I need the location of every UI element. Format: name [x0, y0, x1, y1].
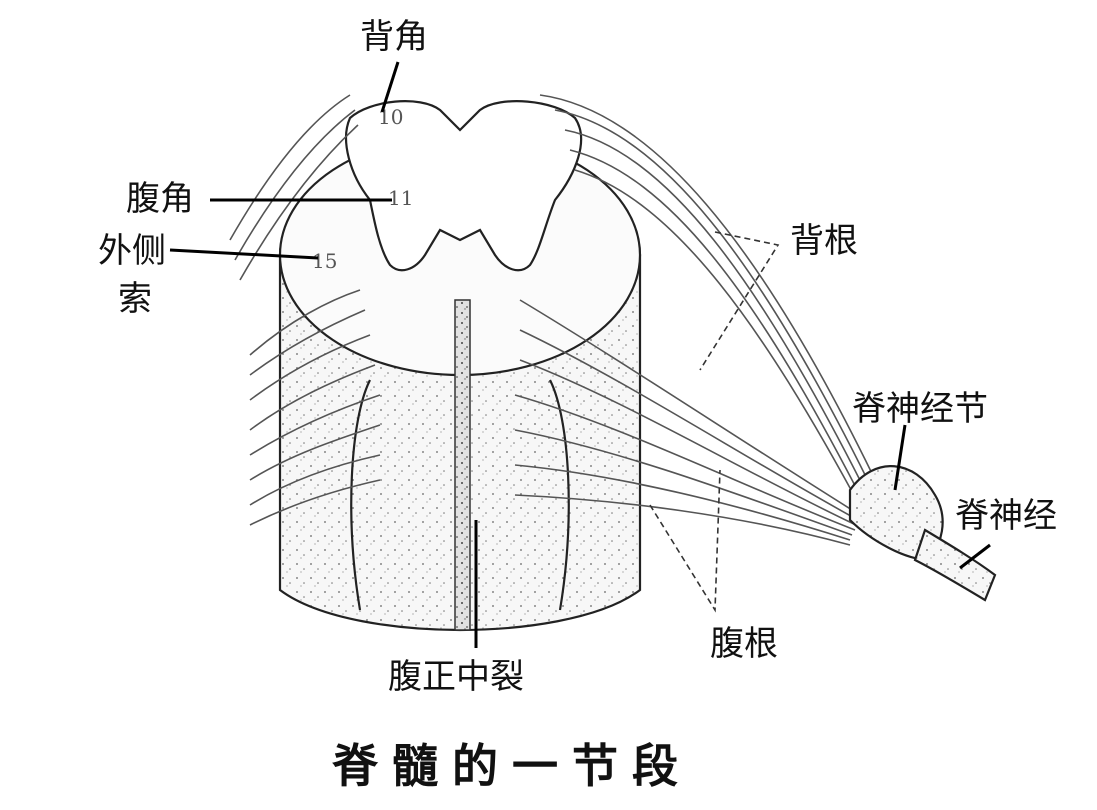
label-spinal-ganglion: 脊神经节	[852, 389, 988, 429]
figure-caption: 脊髓的一节段	[332, 739, 692, 793]
rootlets-left	[229, 94, 381, 526]
leader-lateral-funiculus	[169, 248, 319, 260]
leader-ventral-root	[649, 469, 721, 613]
ventral-column-left	[350, 379, 371, 611]
ganglion-and-nerve	[848, 465, 997, 602]
label-spinal-nerve: 脊神经	[955, 496, 1057, 536]
spinal-nerve-shape	[913, 528, 997, 602]
spinal-cord-body	[278, 100, 642, 632]
grey-matter	[345, 100, 583, 272]
number-11: 11	[388, 186, 413, 210]
label-dorsal-root: 背根	[790, 221, 858, 261]
label-ventral-median-fissure: 腹正中裂	[388, 657, 524, 697]
leader-dorsal-horn	[380, 61, 400, 113]
label-dorsal-horn: 背角	[360, 17, 428, 57]
number-15: 15	[312, 249, 337, 273]
leader-spinal-nerve	[959, 543, 991, 570]
leader-dorsal-root	[699, 231, 780, 371]
rootlets-right	[514, 94, 881, 546]
label-lateral-funiculus-2: 索	[118, 279, 152, 319]
leader-spinal-ganglion	[893, 424, 907, 491]
label-ventral-root: 腹根	[710, 624, 778, 664]
label-ventral-horn: 腹角	[126, 179, 194, 219]
ventral-column-right	[549, 379, 570, 611]
fissure-groove	[454, 299, 471, 631]
label-lateral-funiculus-1: 外侧	[98, 231, 166, 271]
spinal-ganglion-shape	[848, 465, 944, 562]
